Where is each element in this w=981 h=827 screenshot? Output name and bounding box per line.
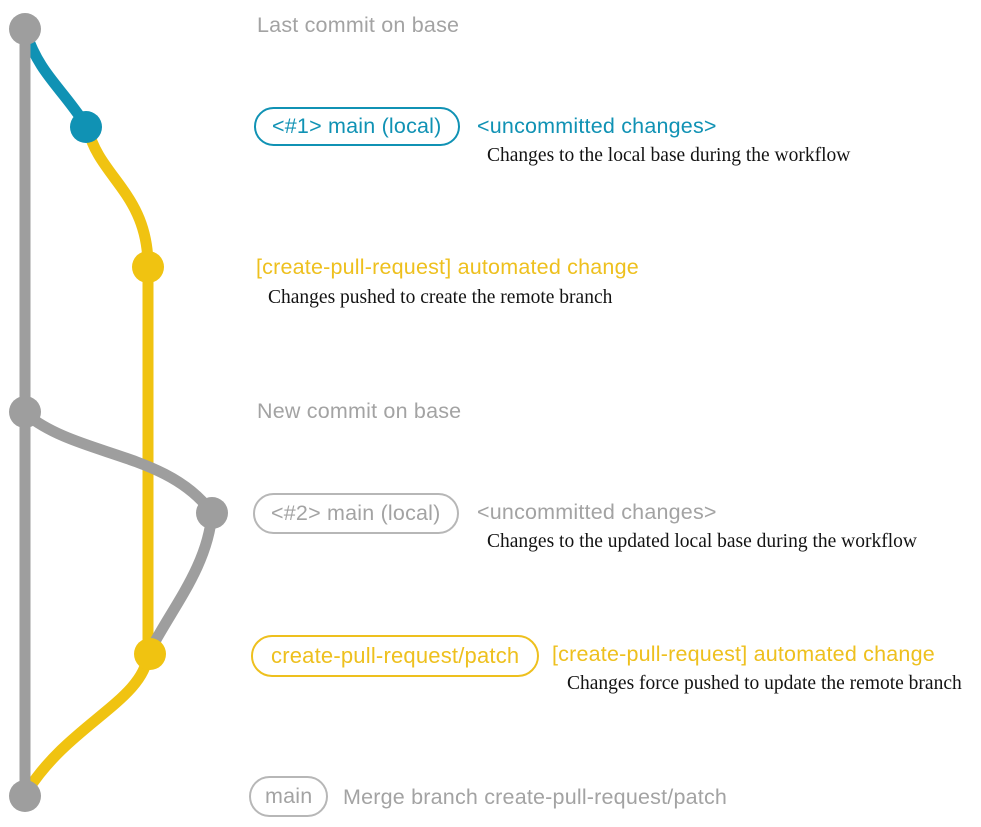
commit-1-label: Last commit on base	[257, 13, 460, 37]
commit-dot-local-2	[196, 497, 228, 529]
commit-dot-local-1	[70, 111, 102, 143]
local-main-change-curve	[20, 31, 90, 128]
commit-dot-patch-2	[134, 638, 166, 670]
commit-5-label: <uncommitted changes>	[477, 500, 717, 524]
commit-7-badge: main	[249, 776, 329, 817]
commit-3-description: Changes pushed to create the remote bran…	[268, 287, 613, 308]
commit-dot-patch-1	[132, 251, 164, 283]
commit-2-description: Changes to the local base during the wor…	[487, 145, 851, 166]
commit-6-description: Changes force pushed to update the remot…	[567, 673, 962, 694]
commit-3-label: [create-pull-request] automated change	[256, 255, 639, 279]
commit-2-label: <uncommitted changes>	[477, 114, 717, 138]
commit-dot-new-base	[9, 396, 41, 428]
commit-5-badge: <#2> main (local)	[253, 493, 459, 534]
commit-6-badge: create-pull-request/patch	[251, 635, 540, 677]
commit-5-description: Changes to the updated local base during…	[487, 531, 917, 552]
commit-dot-merge	[9, 780, 41, 812]
base-update-curve	[22, 409, 218, 652]
commit-2-badge: <#1> main (local)	[254, 107, 460, 146]
commit-6-label: [create-pull-request] automated change	[552, 642, 935, 666]
commit-7-label: Merge branch create-pull-request/patch	[343, 785, 728, 809]
commit-dot-last-base	[9, 13, 41, 45]
commit-4-label: New commit on base	[257, 399, 462, 423]
